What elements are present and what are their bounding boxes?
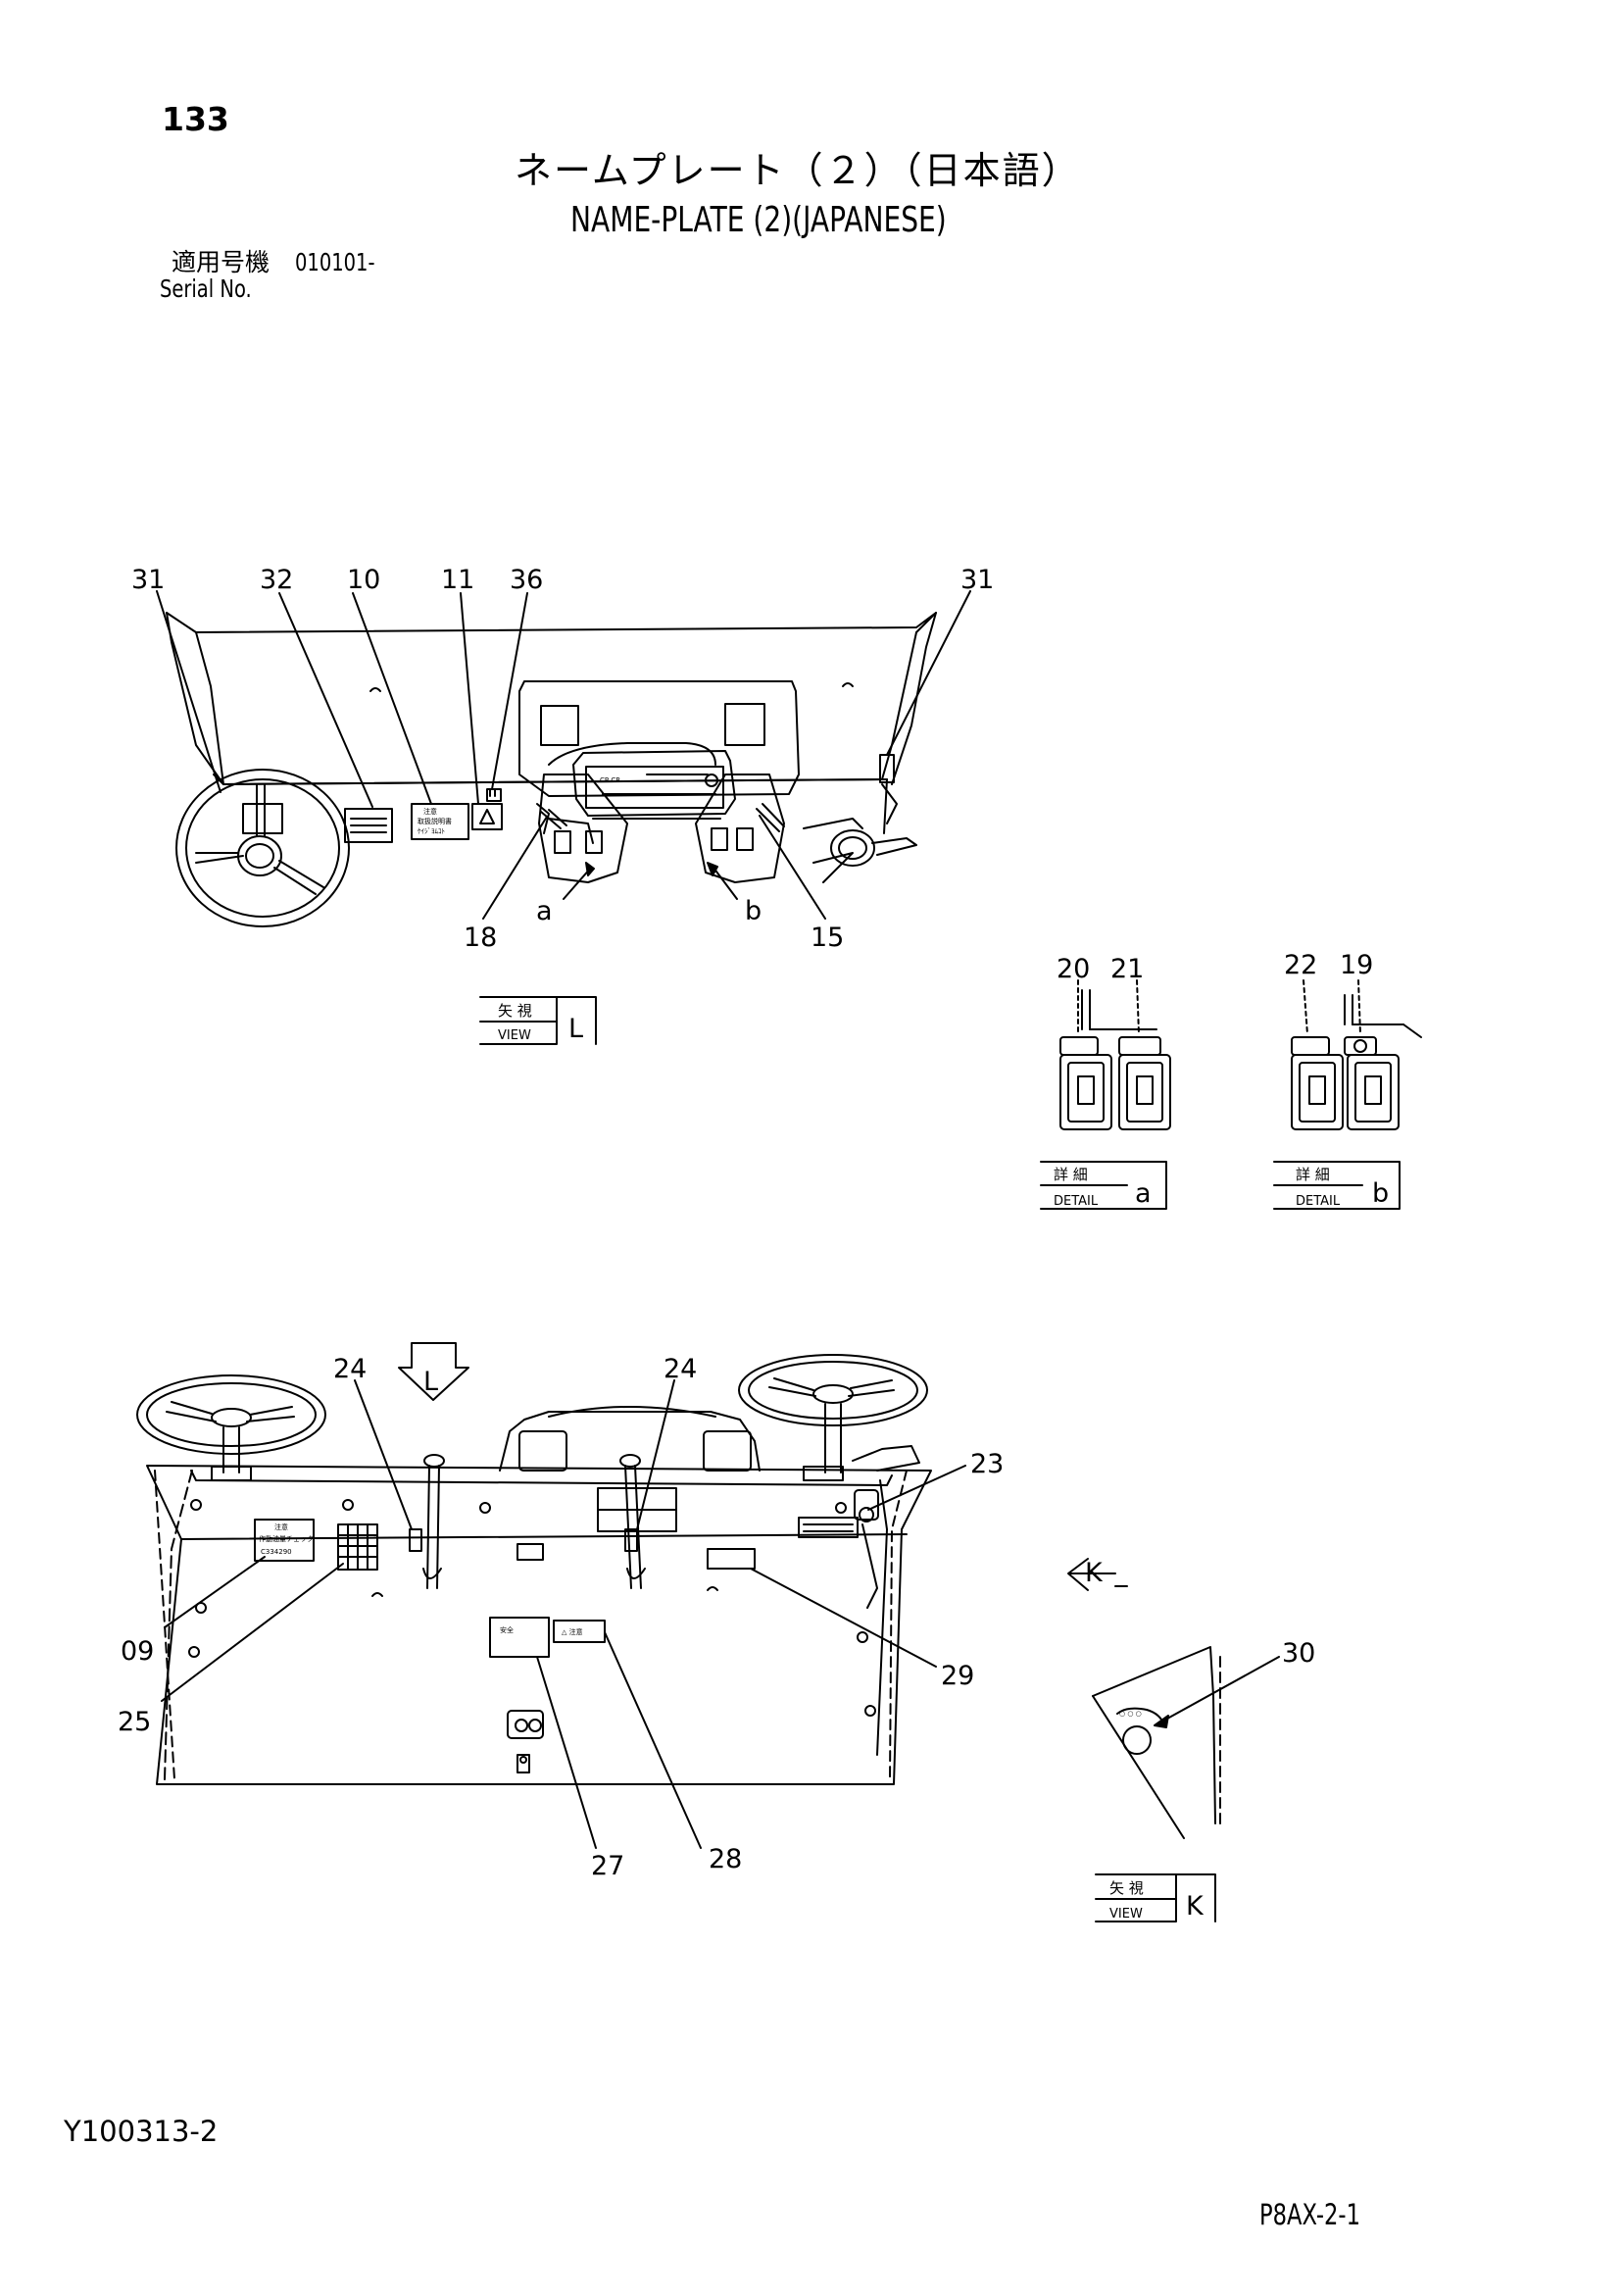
callout-31-right: 31 [960,565,994,595]
view-l-drawing: CP CP 注意 取扱説明書 ｹｲｼﾞﾖﾑｺﾄ [156,590,971,927]
view-l-label-en: VIEW [498,1028,531,1043]
serial-label-jp: 適用号機 [172,248,270,276]
callout-22: 22 [1284,950,1317,980]
svg-text:CP CP: CP CP [600,776,619,784]
detail-ref-a: a [536,896,553,926]
detail-a-letter: a [1135,1178,1152,1209]
svg-text:ｹｲｼﾞﾖﾑｺﾄ: ｹｲｼﾞﾖﾑｺﾄ [418,827,445,835]
plate-09-line2: 作動油量チェック [259,1534,314,1543]
view-l-label: 矢 視 VIEW L [479,996,597,1045]
detail-b-label-en: DETAIL [1296,1194,1341,1209]
detail-b-label-jp: 詳 細 [1296,1166,1330,1183]
serial-label-en: Serial No. [160,275,252,303]
serial-row: 適用号機 010101- [172,250,397,275]
detail-a-drawing [1059,979,1171,1130]
detail-b-letter: b [1372,1178,1389,1209]
callout-29: 29 [941,1661,974,1691]
view-l-arrow-letter: L [423,1367,438,1397]
callout-11: 11 [441,565,474,595]
title-english: NAME-PLATE (2)(JAPANESE) [570,200,947,240]
callout-31-left: 31 [131,565,165,595]
plate-09-line3: C334290 [261,1548,292,1556]
callout-25: 25 [118,1707,151,1737]
svg-text:注意: 注意 [423,807,437,816]
callout-24-right: 24 [664,1354,697,1384]
svg-text:取扱説明書: 取扱説明書 [418,817,452,825]
view-k-arrow-letter: K [1085,1558,1104,1588]
callout-32: 32 [260,565,293,595]
view-l-label-jp: 矢 視 [498,1002,532,1020]
view-k-letter: K [1186,1891,1205,1922]
callout-21: 21 [1110,954,1144,984]
plate-09-line1: 注意 [274,1522,288,1531]
callout-10: 10 [347,565,380,595]
view-l-letter: L [568,1014,583,1044]
callout-09: 09 [121,1636,154,1667]
drawing-code: Y100313-2 [64,2115,219,2148]
callout-30: 30 [1282,1638,1315,1669]
svg-text:△ 注意: △ 注意 [562,1627,583,1636]
callout-15: 15 [811,923,844,953]
view-l-callouts: 31 32 10 11 36 31 18 15 a b [131,565,994,953]
callout-36: 36 [510,565,543,595]
view-k-label-en: VIEW [1109,1907,1143,1922]
callout-27: 27 [591,1851,624,1881]
callout-19: 19 [1340,950,1373,980]
page-number: 133 [162,100,229,138]
callout-24-left: 24 [333,1354,367,1384]
callout-23: 23 [970,1449,1004,1479]
view-k-callouts: K 30 [1085,1558,1315,1669]
detail-a-callouts: 20 21 [1057,954,1144,984]
detail-a-label-jp: 詳 細 [1054,1166,1088,1183]
sheet-code: P8AX-2-1 [1259,2198,1360,2231]
detail-b-label: 詳 細 DETAIL b [1273,1161,1401,1210]
view-k-label: 矢 視 VIEW K [1095,1873,1216,1922]
top-view-callouts: L 24 24 23 09 25 29 27 28 [118,1354,1004,1881]
view-k-drawing: ○ ○ ○ [1067,1558,1280,1839]
svg-text:○ ○ ○: ○ ○ ○ [1119,1710,1142,1718]
detail-a-label: 詳 細 DETAIL a [1040,1161,1167,1210]
detail-b-callouts: 22 19 [1284,950,1373,980]
serial-value: 010101- [294,248,375,276]
top-view-drawing: 注意 作動油量チェック C334290 安全 △ 注意 [136,1342,966,1849]
callout-20: 20 [1057,954,1090,984]
title-japanese: ネームプレート（２）（日本語） [515,149,1081,192]
svg-text:安全: 安全 [500,1625,514,1634]
detail-ref-b: b [745,896,762,926]
detail-b-drawing [1291,979,1422,1130]
detail-a-label-en: DETAIL [1054,1194,1099,1209]
callout-28: 28 [709,1844,742,1874]
callout-18: 18 [464,923,497,953]
view-k-label-jp: 矢 視 [1109,1879,1144,1897]
